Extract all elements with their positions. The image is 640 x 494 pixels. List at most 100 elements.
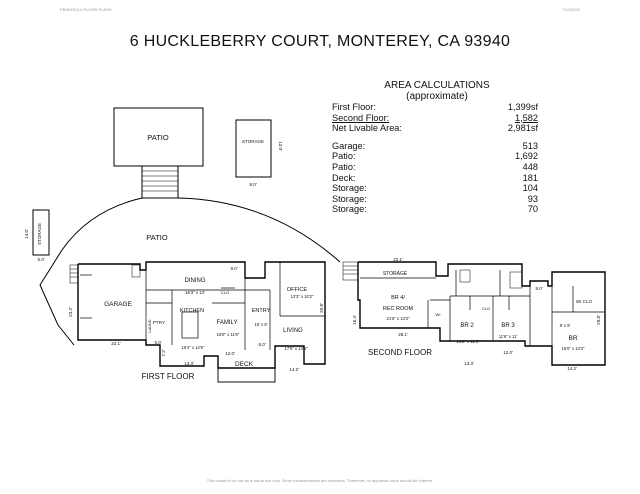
first-floor-label: FIRST FLOOR — [142, 372, 195, 381]
patio-boundary — [177, 197, 341, 263]
dim-13-3: 13.3' — [184, 361, 194, 366]
second-floor-label: SECOND FLOOR — [368, 348, 432, 357]
area-label: Storage: — [332, 193, 367, 204]
dining-dim: 16'3" x 13' — [185, 290, 205, 295]
area-value: 1,399sf — [507, 102, 538, 112]
room-dining: DINING — [185, 278, 206, 284]
room-laund: LAUND — [148, 319, 152, 332]
dim-7-2: 7.2' — [161, 349, 166, 356]
patio-boundary-left — [39, 197, 143, 346]
area-row: Patio: 448 — [332, 162, 538, 173]
garage-height: 23.2' — [68, 307, 73, 317]
area-label: Deck: — [332, 172, 356, 183]
area-calculations: AREA CALCULATIONS (approximate) First Fl… — [332, 80, 538, 215]
patio-top-label: PATIO — [147, 133, 169, 142]
area-row: Garage: 513 — [332, 141, 538, 152]
dim-14-2: 14.2' — [289, 367, 299, 372]
room-deck: DECK — [235, 361, 254, 368]
storage-left-label: STORAGE — [37, 223, 42, 245]
storage-left-height: 14.0' — [24, 229, 29, 239]
area-value: 104 — [522, 183, 538, 194]
area-row: Net Livable Area: 2,981sf — [332, 123, 538, 134]
entry-dim: 15' x 8' — [254, 322, 267, 327]
room-office: OFFICE — [287, 287, 307, 293]
area-heading: AREA CALCULATIONS — [384, 80, 490, 91]
area-row: Storage: 104 — [332, 183, 538, 194]
room-br3: BR 3 — [501, 323, 515, 329]
room-br: BR — [568, 335, 577, 342]
storage-top-outline — [235, 119, 272, 178]
dim-9: 9.0' — [230, 266, 237, 271]
header-company: PENINSULA FLOOR PLANS — [60, 7, 112, 12]
storage-top-width: 8.0' — [249, 182, 256, 187]
room-br4: BR 4/ — [391, 295, 405, 301]
area-label: Storage: — [332, 183, 367, 194]
closet-label: CLO — [221, 290, 229, 295]
br-dim: 16'0" x 13'3" — [562, 346, 585, 351]
second-dim-12: 12.0' — [503, 350, 513, 355]
second-dim-16-4: 16.4' — [352, 315, 357, 325]
area-label: Storage: — [332, 204, 367, 215]
kitchen-island — [181, 311, 199, 339]
area-value: 93 — [527, 193, 538, 204]
area-value: 181 — [522, 172, 538, 183]
family-dim: 16'8" x 11'6" — [217, 332, 240, 337]
second-dim-14-2: 14.2' — [567, 366, 577, 371]
room-kitchen: KITCHEN — [180, 308, 204, 314]
second-floor-walls — [357, 261, 606, 366]
stairs — [141, 165, 179, 199]
second-closet-label: CLO — [482, 306, 490, 311]
area-label: Net Livable Area: — [332, 123, 402, 134]
room-br2: BR 2 — [460, 323, 474, 329]
room-living: LIVING — [283, 328, 303, 334]
area-label: Patio: — [332, 151, 356, 162]
second-dim-8: 8.0' — [535, 286, 542, 291]
area-value: 1,582 — [515, 112, 538, 123]
footer-disclaimer: This model is for use as a visual tool o… — [206, 478, 434, 483]
room-wi-clo: WI CLO — [576, 299, 593, 304]
deck-outline — [217, 367, 276, 383]
second-dim-28-1: 28.1' — [398, 332, 408, 337]
patio-mid-label: PATIO — [146, 233, 168, 242]
area-row: Patio: 1,692 — [332, 151, 538, 162]
living-dim: 17'5" x 13'3" — [285, 346, 308, 351]
area-row: Second Floor: 1,582 — [332, 113, 538, 124]
area-value: 1,692 — [515, 151, 538, 162]
area-value: 513 — [522, 140, 538, 151]
room-wi: WI — [436, 312, 441, 317]
br3-dim: 11'6" x 11' — [499, 334, 518, 339]
br2-dim: 14'2" x 12'3" — [457, 339, 480, 344]
area-label: Garage: — [332, 140, 366, 151]
area-value: 70 — [527, 204, 538, 215]
kitchen-dim: 16'4" x 12'6" — [182, 345, 205, 350]
second-dim-29-8: 29.8' — [596, 315, 601, 325]
room-family: FAMILY — [217, 320, 238, 326]
storage-top-height: 13.0' — [278, 141, 283, 151]
room-garage: GARAGE — [104, 301, 132, 308]
room-ptry: PTRY — [153, 320, 165, 325]
storage-left-width: 5.0' — [37, 257, 44, 262]
rec-room-dim: 21'6" x 13'3" — [387, 316, 410, 321]
dim-20-8: 20.8' — [319, 303, 324, 313]
dim-6: 6.0' — [154, 340, 161, 345]
area-label: Second Floor: — [332, 112, 390, 123]
header-date: 7/10/2020 — [562, 7, 580, 12]
area-row: First Floor: 1,399sf — [332, 102, 538, 113]
area-label: Patio: — [332, 161, 356, 172]
area-row: Storage: 93 — [332, 194, 538, 205]
second-dim-22-1: 22.1' — [393, 257, 403, 262]
page-title: 6 HUCKLEBERRY COURT, MONTEREY, CA 93940 — [129, 33, 511, 50]
dim-8: 8.0' — [258, 342, 265, 347]
storage-left-outline — [32, 209, 50, 256]
dim-12: 12.0' — [225, 351, 235, 356]
area-row: Storage: 70 — [332, 204, 538, 215]
area-value: 448 — [522, 161, 538, 172]
office-dim: 13'3" x 10'2" — [291, 294, 314, 299]
area-value: 2,981sf — [507, 123, 538, 134]
room-entry: ENTRY — [252, 308, 271, 314]
area-subheading: (approximate) — [406, 91, 468, 102]
second-dim-8x8: 8' x 8' — [560, 323, 571, 328]
room-rec-room: REC ROOM — [383, 306, 414, 312]
area-label: First Floor: — [332, 102, 376, 112]
